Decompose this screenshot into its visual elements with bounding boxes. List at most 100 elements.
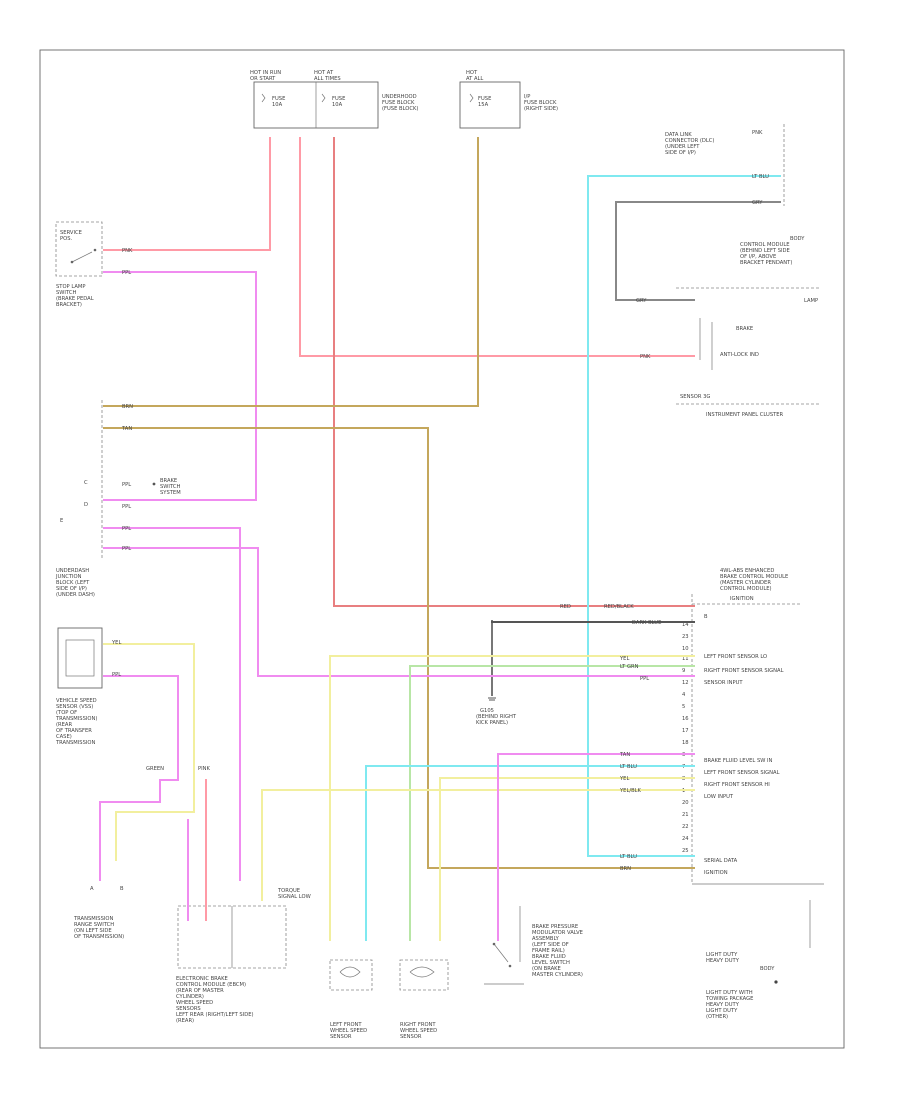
svg-text:OF I/P, ABOVE: OF I/P, ABOVE (740, 254, 776, 260)
svg-text:FUSE: FUSE (332, 96, 345, 102)
ground-symbol: G105 (BEHIND RIGHT KICK PANEL) (476, 620, 517, 726)
wire-tan-ip (103, 137, 479, 407)
svg-text:PPL: PPL (122, 482, 131, 488)
svg-text:20: 20 (682, 800, 689, 806)
wire-salmon-battery (333, 137, 695, 607)
svg-text:LEFT REAR (RIGHT/LEFT SIDE): LEFT REAR (RIGHT/LEFT SIDE) (176, 1012, 254, 1018)
svg-text:LT GRN: LT GRN (620, 664, 639, 670)
svg-text:BRAKE: BRAKE (160, 478, 177, 484)
svg-text:SWITCH: SWITCH (56, 290, 76, 296)
wire-green-rf (409, 665, 695, 941)
svg-text:TRANSMISSION): TRANSMISSION) (55, 716, 97, 722)
svg-text:RIGHT FRONT SENSOR HI: RIGHT FRONT SENSOR HI (704, 782, 770, 788)
svg-text:ELECTRONIC BRAKE: ELECTRONIC BRAKE (176, 976, 228, 982)
svg-text:POS.: POS. (60, 236, 73, 242)
svg-text:LOW INPUT: LOW INPUT (704, 794, 734, 800)
svg-text:AT ALL: AT ALL (466, 76, 483, 82)
svg-text:HOT: HOT (466, 70, 478, 76)
svg-text:15A: 15A (478, 102, 489, 108)
svg-text:BRAKE CONTROL MODULE: BRAKE CONTROL MODULE (720, 574, 788, 580)
svg-text:SERVICE: SERVICE (60, 230, 82, 236)
svg-text:WHEEL SPEED: WHEEL SPEED (400, 1028, 437, 1034)
svg-text:PNK: PNK (122, 248, 133, 254)
svg-text:16: 16 (682, 716, 689, 722)
svg-text:(OTHER): (OTHER) (706, 1014, 728, 1020)
label-left-front-signal: LEFT FRONT SENSOR SIGNAL (704, 770, 780, 776)
svg-text:OF TRANSFER: OF TRANSFER (56, 728, 92, 734)
svg-text:ASSEMBLY: ASSEMBLY (532, 936, 560, 942)
svg-text:10A: 10A (332, 102, 343, 108)
svg-text:BRAKE FLUID LEVEL SW IN: BRAKE FLUID LEVEL SW IN (704, 758, 773, 764)
svg-text:(FUSE BLOCK): (FUSE BLOCK) (382, 106, 418, 112)
abs-control-module: 4WL-ABS ENHANCED BRAKE CONTROL MODULE (M… (682, 568, 824, 885)
svg-text:SIDE OF I/P): SIDE OF I/P) (56, 586, 87, 592)
svg-text:HOT IN RUN: HOT IN RUN (250, 70, 281, 76)
wire-tan-serial (103, 427, 695, 869)
svg-text:9: 9 (682, 668, 685, 674)
wire-pink-cluster (299, 137, 695, 357)
svg-text:HEAVY DUTY: HEAVY DUTY (706, 958, 740, 964)
svg-text:CONTROL MODULE): CONTROL MODULE) (720, 586, 772, 592)
wire-pink-ignition (103, 137, 271, 251)
svg-text:DARK BLUE: DARK BLUE (632, 620, 661, 626)
svg-text:FUSE: FUSE (478, 96, 491, 102)
svg-text:BLOCK (LEFT: BLOCK (LEFT (56, 580, 90, 586)
svg-text:SENSOR 3G: SENSOR 3G (680, 394, 710, 400)
svg-text:WHEEL SPEED: WHEEL SPEED (176, 1000, 213, 1006)
svg-text:I/P: I/P (524, 94, 530, 100)
electronic-brake-control-module: TORQUE SIGNAL LOW ELECTRONIC BRAKE CONTR… (176, 888, 311, 1024)
label-sensor-input: SENSOR INPUT (704, 680, 743, 686)
svg-text:RANGE SWITCH: RANGE SWITCH (74, 922, 114, 928)
svg-text:BRACKET PENDANT): BRACKET PENDANT) (740, 260, 792, 266)
wire-magenta-pressure (497, 753, 695, 941)
svg-text:D: D (84, 502, 88, 508)
svg-text:VEHICLE SPEED: VEHICLE SPEED (56, 698, 97, 704)
svg-text:TAN: TAN (619, 752, 630, 758)
right-front-wheel-sensor: RIGHT FRONT WHEEL SPEED SENSOR (399, 959, 449, 1040)
svg-text:(REAR OF MASTER: (REAR OF MASTER (176, 988, 224, 994)
data-link-connector: DATA LINK CONNECTOR (DLC) (UNDER LEFT SI… (665, 124, 805, 266)
svg-text:CASE): CASE) (56, 734, 72, 740)
svg-text:MASTER CYLINDER): MASTER CYLINDER) (532, 972, 583, 978)
svg-text:BRN: BRN (620, 866, 631, 872)
svg-text:(UNDER LEFT: (UNDER LEFT (665, 144, 700, 150)
svg-text:PPL: PPL (122, 504, 131, 510)
svg-text:SIGNAL LOW: SIGNAL LOW (278, 894, 311, 900)
wire-magenta-vss (99, 675, 179, 881)
svg-text:IGNITION: IGNITION (730, 596, 754, 602)
svg-text:(REAR: (REAR (56, 722, 72, 728)
svg-text:FUSE BLOCK: FUSE BLOCK (524, 100, 557, 106)
svg-text:A: A (90, 886, 94, 892)
left-front-wheel-sensor: LEFT FRONT WHEEL SPEED SENSOR (329, 959, 373, 1040)
svg-text:YEL: YEL (619, 656, 629, 662)
svg-text:SENSOR (VSS): SENSOR (VSS) (56, 704, 93, 710)
svg-text:STOP LAMP: STOP LAMP (56, 284, 85, 290)
svg-text:CYLINDER): CYLINDER) (176, 994, 204, 1000)
svg-text:BRN: BRN (122, 404, 133, 410)
svg-text:JUNCTION: JUNCTION (55, 574, 82, 580)
svg-text:14: 14 (682, 622, 689, 628)
svg-text:PPL: PPL (640, 676, 649, 682)
svg-text:12: 12 (682, 680, 689, 686)
svg-text:(REAR): (REAR) (176, 1018, 194, 1024)
svg-text:(LEFT SIDE OF: (LEFT SIDE OF (532, 942, 569, 948)
svg-text:PPL: PPL (122, 546, 131, 552)
svg-text:GRY: GRY (636, 298, 647, 304)
svg-text:SYSTEM: SYSTEM (160, 490, 181, 496)
svg-text:25: 25 (682, 848, 689, 854)
svg-text:TRANSMISSION: TRANSMISSION (55, 740, 95, 746)
wire-cyan-dlc (587, 175, 781, 857)
wire-yellow-lf (329, 655, 695, 941)
svg-text:TAN: TAN (121, 426, 132, 432)
svg-text:BRAKE PRESSURE: BRAKE PRESSURE (532, 924, 578, 930)
label-serial-data: SERIAL DATA (704, 858, 738, 864)
svg-text:BRAKE FLUID: BRAKE FLUID (532, 954, 566, 960)
svg-text:LT BLU: LT BLU (620, 764, 637, 770)
svg-text:B: B (120, 886, 124, 892)
svg-text:PNK: PNK (752, 130, 763, 136)
svg-text:21: 21 (682, 812, 689, 818)
svg-text:SIDE OF I/P): SIDE OF I/P) (665, 150, 696, 156)
svg-text:(UNDER DASH): (UNDER DASH) (56, 592, 95, 598)
svg-text:G105: G105 (480, 708, 494, 714)
